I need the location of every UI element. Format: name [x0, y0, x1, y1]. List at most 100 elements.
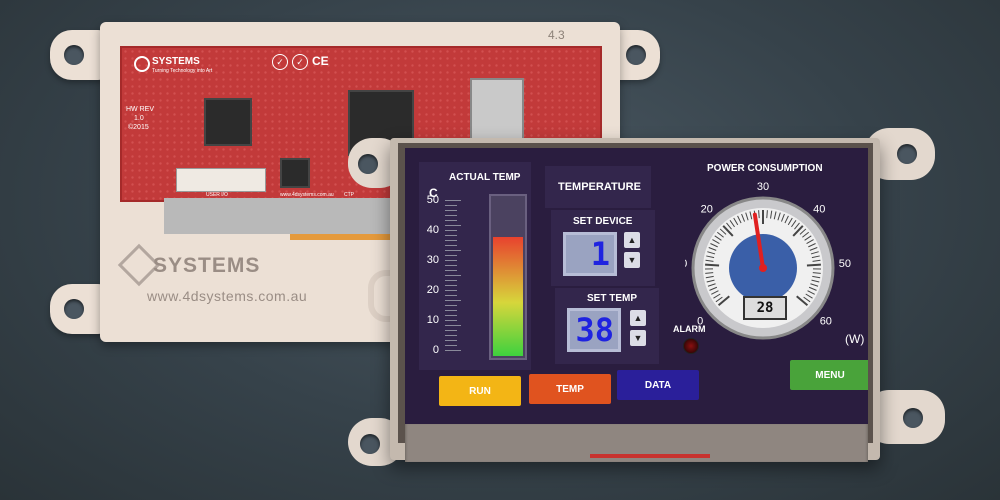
gauge-scale-label: 40	[813, 203, 825, 215]
gauge-tick	[770, 210, 773, 219]
alarm-label: ALARM	[673, 324, 706, 334]
temp-tick-mark	[445, 325, 461, 326]
gauge-scale-label: 30	[757, 181, 769, 193]
temp-tick-mark	[445, 265, 457, 266]
temp-scale-ticks: 50 40 30 20 10 0	[423, 194, 463, 360]
gauge-tick	[792, 225, 804, 237]
temp-tick-mark	[445, 255, 457, 256]
temp-bar-fill	[493, 237, 523, 356]
set-device-up-button[interactable]: ▲	[624, 232, 640, 248]
gauge-tick	[708, 247, 717, 251]
temp-bar-track	[489, 194, 527, 360]
temp-tick-label: 50	[426, 194, 439, 206]
gauge-tick	[719, 228, 727, 235]
gauge-tick	[705, 275, 714, 279]
gauge-tick	[802, 231, 810, 238]
set-device-display: 1	[563, 232, 617, 276]
temperature-label: TEMPERATURE	[558, 181, 641, 193]
gauge-tick	[729, 220, 735, 228]
small-chip	[280, 158, 310, 188]
gauge-tick	[794, 222, 800, 230]
back-brand-logo: SYSTEMS	[153, 254, 261, 277]
power-unit-label: (W)	[845, 332, 865, 346]
temp-tick-mark	[445, 250, 461, 251]
set-temp-label: SET TEMP	[587, 293, 638, 304]
temp-tick-mark	[445, 245, 457, 246]
gauge-scale-label: 60	[820, 316, 832, 328]
gauge-tick	[709, 286, 718, 291]
temp-tick-mark	[445, 335, 457, 336]
alarm-led-icon	[683, 338, 699, 354]
gauge-tick	[710, 243, 718, 248]
temp-tick-mark	[445, 320, 457, 321]
temp-tick-label: 20	[426, 284, 439, 296]
gauge-tick	[808, 243, 816, 248]
temp-tick-mark	[445, 260, 457, 261]
hw-rev-number: 1.0	[134, 115, 144, 122]
gauge-tick	[706, 255, 715, 259]
back-url: www.4dsystems.com.au	[147, 288, 308, 304]
set-temp-down-button[interactable]: ▼	[630, 330, 646, 346]
gauge-tick	[784, 215, 789, 224]
gauge-tick	[758, 210, 760, 219]
gauge-tick	[787, 217, 793, 226]
set-device-label: SET DEVICE	[573, 216, 633, 227]
gauge-tick	[733, 217, 739, 226]
gauge-tick	[806, 263, 821, 267]
gauge-tick	[712, 239, 720, 244]
brand-logo-icon	[134, 56, 150, 72]
gauge-tick	[809, 247, 818, 251]
gauge-tick	[780, 213, 785, 222]
temp-tick-mark	[445, 275, 461, 276]
power-gauge: 0102030405060	[685, 181, 851, 340]
temp-tick-mark	[445, 310, 457, 311]
sd-card-slot	[470, 78, 524, 140]
gauge-needle	[752, 212, 765, 270]
gauge-tick	[741, 213, 746, 222]
certification-icons: ✓ ✓ CE	[272, 54, 332, 72]
temp-tick-mark	[445, 235, 457, 236]
front-red-accent	[590, 454, 710, 458]
temp-tick-mark	[445, 305, 457, 306]
temperature-panel	[545, 166, 651, 208]
set-temp-display: 38	[567, 308, 621, 352]
gauge-tick	[812, 275, 821, 279]
gauge-scale-label: 10	[685, 258, 687, 270]
gauge-tick	[705, 272, 714, 274]
temp-tick-mark	[445, 205, 457, 206]
gauge-tick	[766, 210, 768, 219]
temp-tick-mark	[445, 345, 457, 346]
gauge-tick	[796, 295, 809, 307]
temp-button[interactable]: TEMP	[529, 374, 611, 404]
gauge-needle-hub	[759, 264, 767, 272]
gauge-tick	[722, 225, 734, 237]
menu-button[interactable]: MENU	[790, 360, 868, 390]
copyright: ©2015	[128, 124, 149, 131]
model-number: 4.3	[548, 28, 565, 42]
temp-tick-label: 10	[426, 314, 439, 326]
gauge-tick	[805, 293, 813, 299]
temp-tick-mark	[445, 220, 457, 221]
temp-tick-mark	[445, 300, 461, 301]
gauge-tick	[707, 251, 716, 255]
gauge-tick	[804, 235, 812, 241]
actual-temp-title: ACTUAL TEMP	[449, 172, 521, 183]
gauge-tick	[808, 286, 817, 291]
pcb-url: www.4dsystems.com.au	[280, 192, 334, 198]
temp-tick-label: 30	[426, 254, 439, 266]
ctp-label: CTP	[344, 192, 354, 198]
gauge-tick	[803, 296, 811, 303]
run-button[interactable]: RUN	[439, 376, 521, 406]
temp-tick-label: 0	[432, 344, 439, 356]
temp-tick-mark	[445, 330, 457, 331]
set-device-down-button[interactable]: ▼	[624, 252, 640, 268]
set-temp-up-button[interactable]: ▲	[630, 310, 646, 326]
temp-tick-mark	[445, 200, 461, 201]
temp-tick-label: 40	[426, 224, 439, 236]
temp-tick-mark	[445, 350, 461, 351]
data-button[interactable]: DATA	[617, 370, 699, 400]
gauge-tick	[737, 215, 742, 224]
gauge-tick	[711, 290, 719, 295]
hw-rev-label: HW REV	[126, 106, 154, 113]
